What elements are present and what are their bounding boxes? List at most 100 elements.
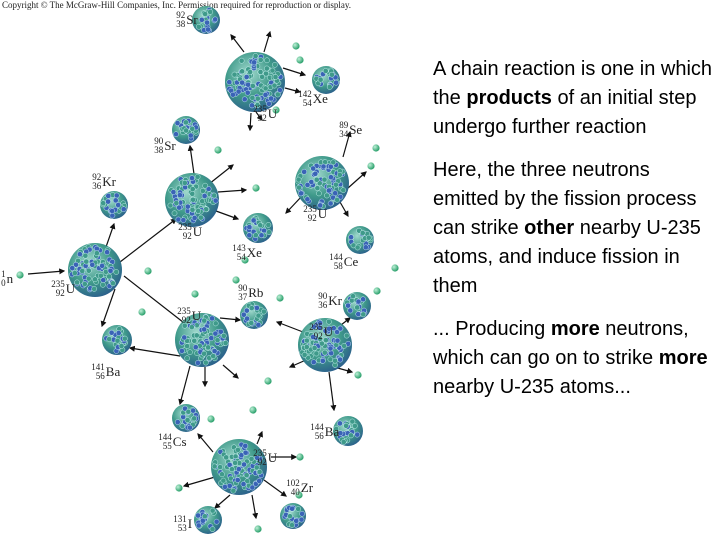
label-atomic: 34	[339, 129, 349, 139]
label-symbol: Ce	[344, 254, 359, 269]
arrow-22	[128, 345, 181, 357]
label-mass: 144	[158, 432, 172, 442]
label-mass: 1	[1, 269, 6, 279]
neutron-13	[232, 276, 240, 284]
label-symbol: U	[268, 450, 278, 465]
neutron-16	[354, 371, 362, 379]
neutron-11	[138, 308, 146, 316]
label-atomic: 92	[258, 457, 267, 467]
label-symbol: Xe	[313, 91, 328, 106]
label-atomic: 38	[176, 19, 186, 29]
label-mass: 141	[91, 362, 105, 372]
arrow-28	[197, 433, 214, 453]
nucleus-u235-3	[295, 156, 349, 210]
p1-text-a: A chain reaction is one in which the	[433, 58, 713, 109]
nucleus-cs	[172, 404, 200, 432]
label-atomic: 92	[314, 331, 323, 341]
label-symbol: Se	[349, 122, 362, 137]
nucleus-kr-1	[100, 191, 128, 219]
label-mass: 90	[238, 283, 248, 293]
paragraph-chain-reaction: A chain reaction is one in which the pro…	[433, 55, 713, 142]
neutron-19	[296, 453, 304, 461]
label-symbol: Ba	[325, 424, 340, 439]
reaction-arrows	[27, 30, 367, 520]
label-symbol: Sr	[164, 138, 176, 153]
p2-emphasis: other	[524, 217, 575, 239]
label-symbol: Ba	[106, 364, 121, 379]
arrow-24	[275, 320, 304, 333]
label-mass: 90	[154, 136, 164, 146]
nucleus-u235-0	[68, 243, 122, 297]
arrow-8	[230, 34, 245, 53]
arrow-3	[119, 218, 177, 263]
nucleus-i	[194, 506, 222, 534]
nucleus-u235-4	[175, 313, 229, 367]
neutron-2	[296, 56, 304, 64]
label-symbol: Rb	[248, 285, 263, 300]
label-atomic: 55	[163, 441, 173, 451]
label-mass: 235	[253, 104, 267, 114]
paragraph-producing-more: ... Producing more neutrons, which can g…	[433, 315, 713, 402]
arrow-1	[105, 222, 116, 248]
label-mass: 235	[178, 222, 192, 232]
nucleus-zr	[280, 503, 306, 529]
label-mass: 102	[286, 478, 300, 488]
nucleus-u235-2	[165, 173, 219, 227]
arrow-14	[342, 130, 352, 158]
label-symbol: Zr	[301, 480, 314, 495]
neutron-5	[252, 184, 260, 192]
label-atomic: 38	[154, 145, 164, 155]
label-mass: 144	[329, 252, 343, 262]
arrow-2	[100, 288, 116, 328]
explanation-text: A chain reaction is one in which the pro…	[433, 55, 713, 416]
label-atomic: 92	[182, 315, 191, 325]
neutron-14	[276, 294, 284, 302]
arrow-0	[27, 268, 66, 275]
label-symbol: U	[324, 324, 334, 339]
label-atomic: 53	[178, 523, 188, 533]
neutron-21	[254, 525, 262, 533]
neutron-4	[214, 146, 222, 154]
label-atomic: 36	[318, 300, 328, 310]
label-symbol: I	[188, 516, 192, 531]
label-mass: 235	[177, 306, 191, 316]
nucleus-ce	[346, 226, 374, 254]
p2-text-a: Here, the three neutrons emitted by the …	[433, 159, 697, 239]
neutron-23	[207, 415, 215, 423]
arrow-32	[182, 476, 216, 488]
arrow-26	[328, 371, 337, 412]
label-mass: 235	[303, 204, 317, 214]
p3-text-e: nearby U-235 atoms...	[433, 376, 631, 398]
label-symbol: U	[66, 281, 76, 296]
arrow-31	[214, 494, 231, 509]
nucleus-sr-top	[192, 6, 220, 34]
label-atomic: 40	[291, 487, 301, 497]
label-atomic: 36	[92, 181, 102, 191]
arrow-29	[256, 430, 263, 445]
arrow-21	[222, 364, 239, 379]
nucleus-rb	[240, 301, 268, 329]
neutron-18	[249, 406, 257, 414]
nucleus-sr-2	[172, 116, 200, 144]
label-atomic: 58	[334, 261, 344, 271]
arrow-33	[251, 494, 259, 520]
label-mass: 143	[232, 243, 246, 253]
label-mass: 235	[309, 322, 323, 332]
paragraph-three-neutrons: Here, the three neutrons emitted by the …	[433, 156, 713, 301]
neutron-10	[391, 264, 399, 272]
arrow-15	[339, 201, 349, 218]
label-mass: 92	[92, 172, 101, 182]
